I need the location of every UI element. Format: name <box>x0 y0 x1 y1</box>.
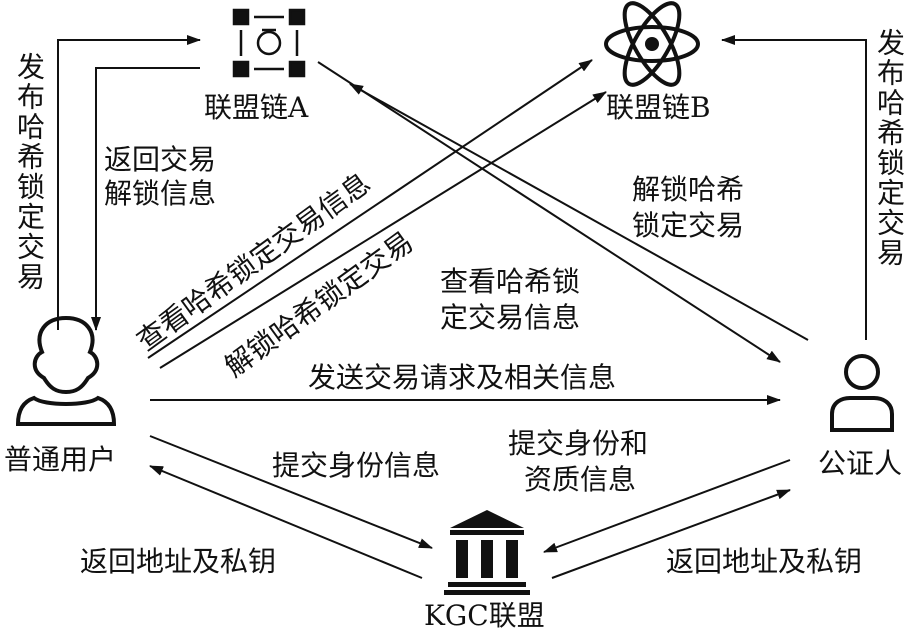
arrow-notary-unlock-chain-a <box>349 83 809 341</box>
edge-label-notary-unlock-line2: 锁定交易 <box>632 209 745 242</box>
arrow-user-view-chain-a <box>147 59 593 359</box>
node-label-notary: 公证人 <box>818 447 903 480</box>
kgc-icon <box>444 510 530 595</box>
edge-label-return-unlock-line1: 返回交易 <box>104 143 217 176</box>
arrow-user-submit-kgc <box>149 435 433 549</box>
edge-label-notary-submit-line2: 资质信息 <box>524 463 637 496</box>
edge-label-return-address-left: 返回地址及私钥 <box>80 545 277 578</box>
node-label-chain-b: 联盟链B <box>606 91 711 124</box>
node-label-user: 普通用户 <box>4 443 117 476</box>
edge-label-notary-publish: 发布哈希锁定交易 <box>873 28 906 268</box>
node-label-kgc: KGC联盟 <box>424 599 545 632</box>
chain-b-icon <box>604 1 700 87</box>
edge-label-return-address-right: 返回地址及私钥 <box>666 545 863 578</box>
arrow-user-unlock-chain-b <box>159 91 607 369</box>
chain-a-icon <box>232 8 306 78</box>
edge-label-return-unlock-line2: 解锁信息 <box>104 177 217 210</box>
edge-label-notary-view-line1: 查看哈希锁 <box>440 265 581 298</box>
notary-icon <box>830 354 894 432</box>
edge-label-user-publish: 发布哈希锁定交易 <box>13 52 46 292</box>
arrow-chain-a-to-notary <box>317 61 781 363</box>
arrow-notary-submit-kgc <box>543 459 791 553</box>
edge-label-notary-unlock-line1: 解锁哈希 <box>632 173 745 206</box>
edge-label-notary-submit-line1: 提交身份和 <box>508 427 649 460</box>
user-icon <box>15 315 117 426</box>
edge-label-notary-view-line2: 定交易信息 <box>440 301 581 334</box>
arrow-notary-publish-chain-b <box>721 35 867 340</box>
arrow-kgc-return-notary <box>551 489 791 579</box>
node-label-chain-a: 联盟链A <box>204 91 309 124</box>
edge-label-send-request: 发送交易请求及相关信息 <box>308 361 617 394</box>
arrow-kgc-return-user <box>149 465 423 579</box>
edge-label-user-submit-identity: 提交身份信息 <box>272 449 441 482</box>
arrow-chain-a-return-user <box>91 67 200 331</box>
arrow-user-publish-chain-a <box>57 35 201 330</box>
